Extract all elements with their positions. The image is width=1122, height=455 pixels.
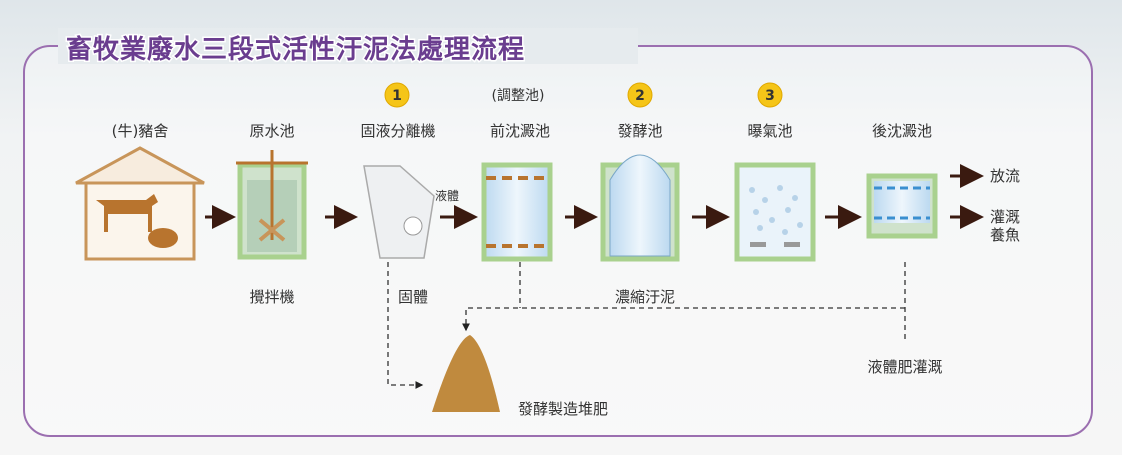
cow-icon bbox=[96, 194, 158, 232]
label-barn: (牛)豬舍 bbox=[112, 122, 169, 140]
compost-label: 發酵製造堆肥 bbox=[518, 400, 608, 418]
svg-text:2: 2 bbox=[635, 88, 645, 104]
solid-label: 固體 bbox=[398, 288, 428, 306]
pig-icon bbox=[148, 228, 178, 248]
label-separator: 固液分離機 bbox=[360, 122, 435, 140]
output-fish-farming: 養魚 bbox=[990, 226, 1020, 244]
step-badge-1: 1 bbox=[384, 82, 410, 108]
label-aeration: 曝氣池 bbox=[747, 122, 792, 140]
flow-arrows bbox=[205, 164, 984, 229]
label-fermentation: 發酵池 bbox=[617, 122, 662, 140]
liquid-label: 液體 bbox=[435, 188, 459, 203]
svg-text:1: 1 bbox=[392, 88, 402, 104]
compost-pile-icon bbox=[432, 335, 500, 412]
step-badge-3: 3 bbox=[757, 82, 783, 108]
mixer-label: 攪拌機 bbox=[249, 288, 294, 306]
output-irrigation: 灌溉 bbox=[990, 208, 1020, 226]
svg-text:3: 3 bbox=[765, 88, 775, 104]
pre-settling-tank-icon bbox=[481, 162, 553, 262]
aeration-tank-icon bbox=[734, 162, 816, 262]
post-settling-tank-icon bbox=[866, 173, 938, 239]
barn-icon bbox=[75, 146, 205, 261]
separator-icon bbox=[363, 165, 435, 259]
pre-settling-note: (調整池) bbox=[492, 88, 545, 104]
step-badge-2: 2 bbox=[627, 82, 653, 108]
dashed-flow-lines bbox=[387, 262, 906, 389]
fermentation-tank-icon bbox=[600, 154, 680, 262]
label-pre-settling: 前沈澱池 bbox=[490, 122, 550, 140]
sludge-label: 濃縮汙泥 bbox=[615, 288, 675, 306]
label-post-settling: 後沈澱池 bbox=[872, 122, 932, 140]
output-discharge: 放流 bbox=[990, 167, 1020, 185]
liquid-fertilizer-label: 液體肥灌溉 bbox=[867, 358, 942, 376]
raw-tank-icon bbox=[236, 150, 308, 260]
label-raw-tank: 原水池 bbox=[249, 122, 294, 140]
diagram-title: 畜牧業廢水三段式活性汙泥法處理流程 bbox=[66, 34, 525, 65]
